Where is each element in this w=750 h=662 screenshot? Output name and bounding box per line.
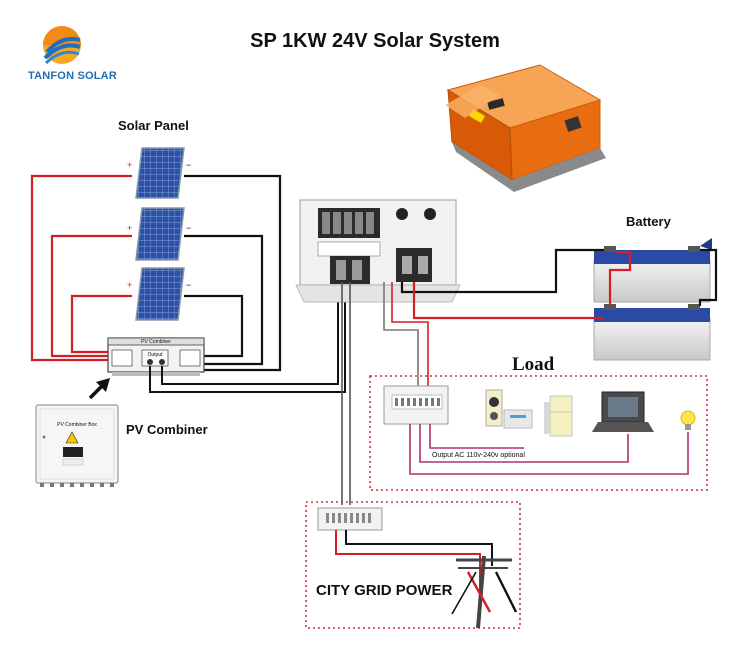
panel-2-plus: + [127,223,132,233]
utility-pole-icon [451,555,518,629]
computer-monitor-icon [592,391,654,432]
battery-wiring [400,248,718,320]
panel-2-minus: − [186,223,191,233]
panel-wiring [30,174,282,372]
pv-combiner-strip [107,337,205,376]
grid-breaker-box [317,507,383,531]
inverter-output-wiring [341,282,429,505]
stereo-system-icon [485,389,533,429]
refrigerator-icon [544,395,573,437]
orange-inverters [445,64,606,192]
battery-1 [593,238,712,303]
combiner-output-label: Output [147,352,163,358]
city-grid-label: CITY GRID POWER [316,582,453,599]
panel-1-plus: + [127,160,132,170]
output-note: Output AC 110v-240v optional [432,452,525,459]
panel-3-plus: + [127,280,132,290]
city-grid-enclosure [305,501,521,629]
pv-combiner-label: PV Combiner [126,422,208,437]
combiner-box-title: PV Combiner Box [57,422,97,428]
diagram-title: SP 1KW 24V Solar System [250,30,500,52]
brand-name: TANFON SOLAR [28,70,117,82]
solar-panel-1 [135,147,185,199]
grid-wiring [335,530,493,598]
combiner-header-label: PV Combiner [141,339,171,345]
distribution-box [383,385,449,425]
load-enclosure [369,375,708,491]
logo-icon [43,26,81,65]
solar-panel-3 [135,267,185,321]
solar-panel-label: Solar Panel [118,118,189,133]
panel-1-minus: − [186,160,191,170]
battery-label: Battery [626,214,671,229]
inverter-controller [295,199,461,303]
combiner-to-inverter-wires [149,282,346,393]
pv-combiner-box [35,404,119,487]
battery-2 [593,304,711,361]
pointer-arrow-icon [88,378,110,400]
solar-panel-2 [135,207,185,261]
load-label: Load [512,354,555,375]
light-bulb-icon [680,410,696,430]
load-wiring [409,424,689,475]
panel-3-minus: − [186,280,191,290]
